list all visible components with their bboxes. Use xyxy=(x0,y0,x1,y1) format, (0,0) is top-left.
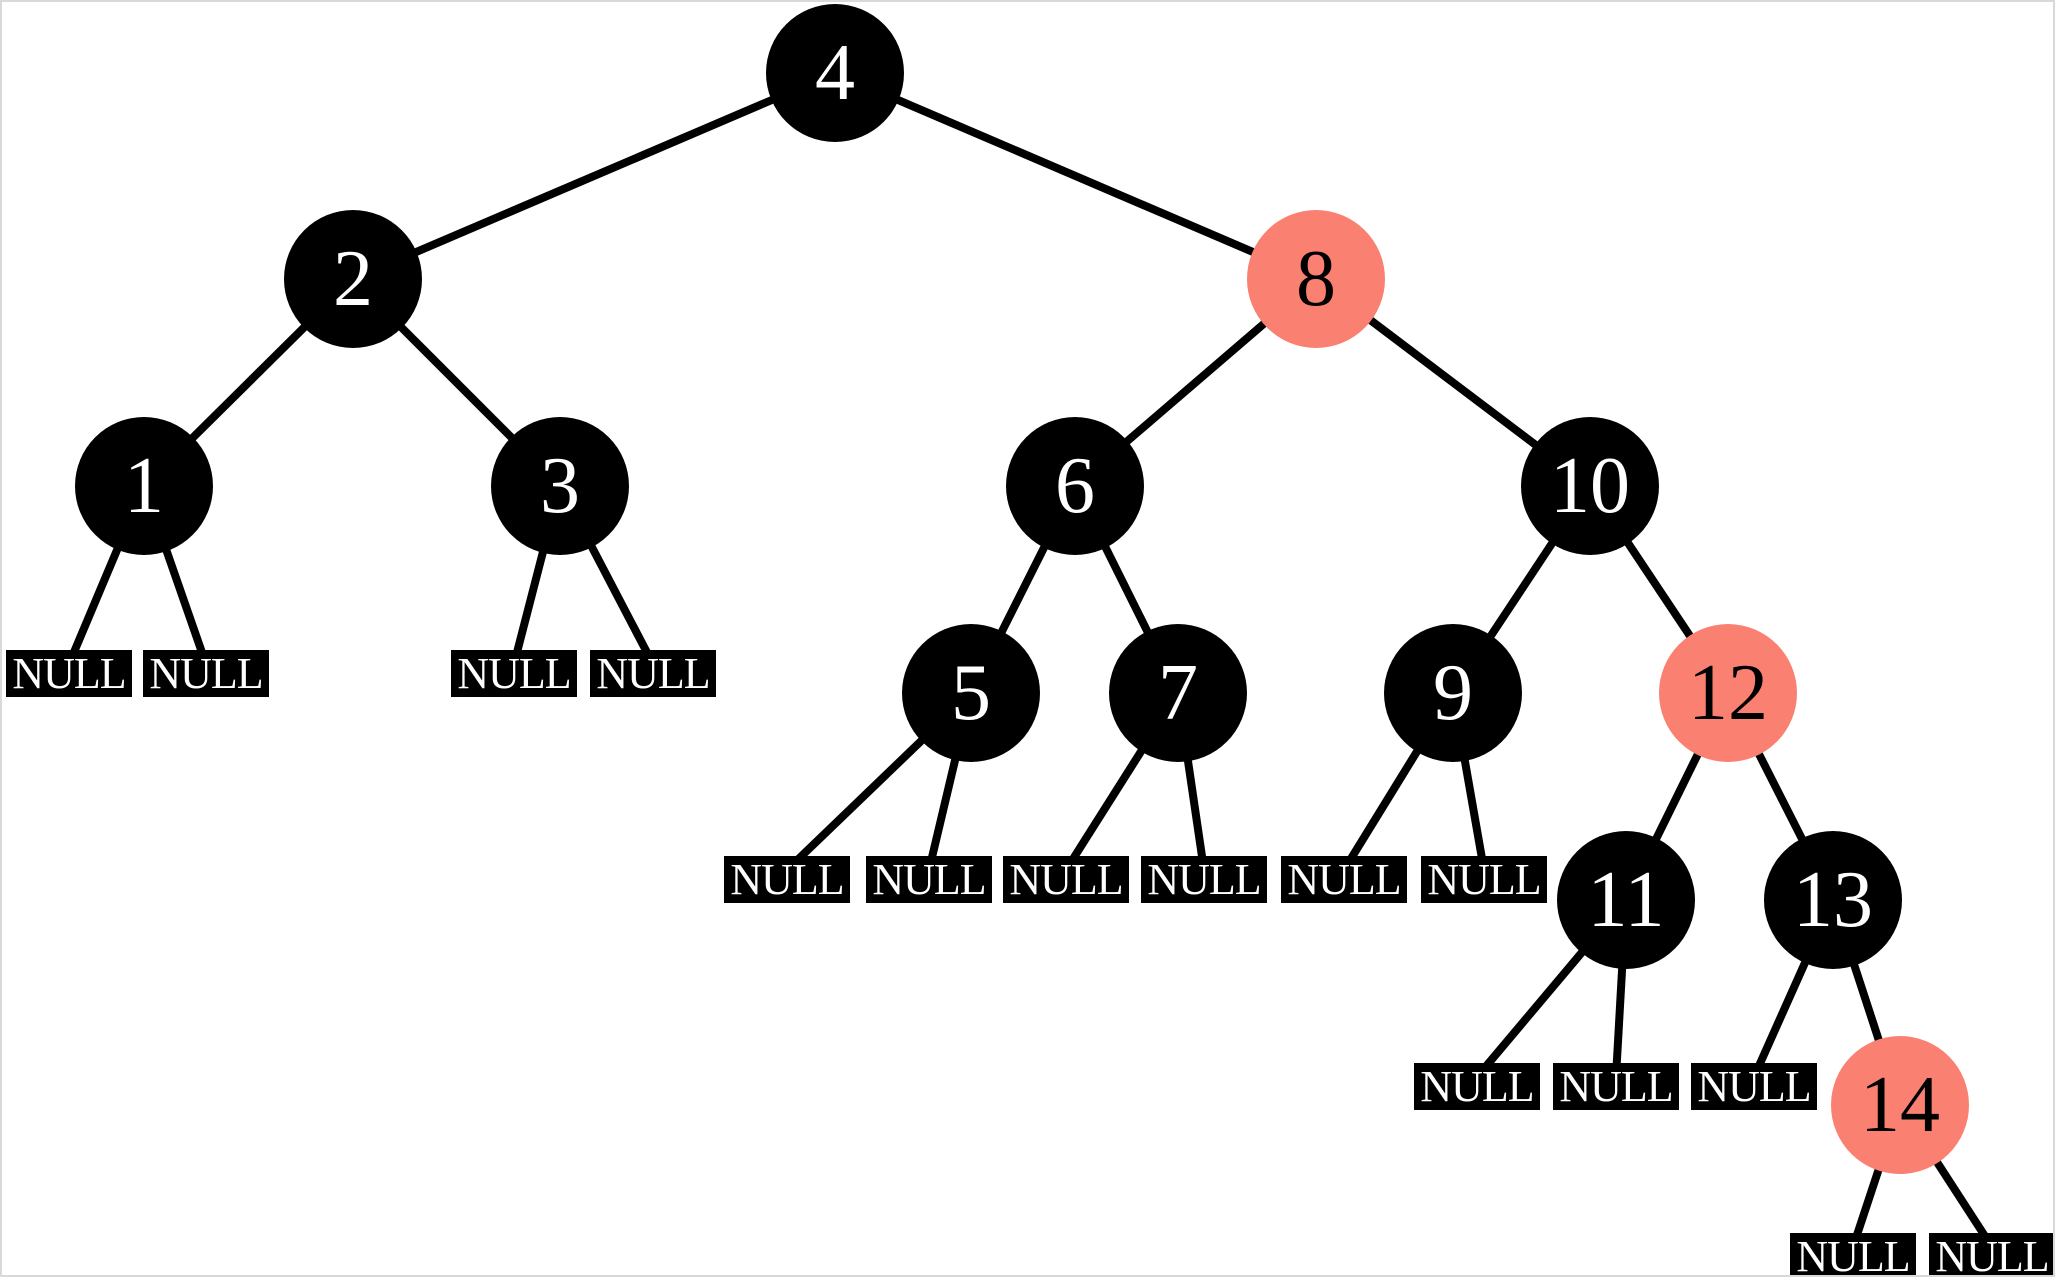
null-leaf-null-13-left: NULL xyxy=(1691,1063,1817,1110)
tree-node-7: 7 xyxy=(1109,624,1247,762)
tree-node-9: 9 xyxy=(1384,624,1522,762)
null-leaf-null-1-left: NULL xyxy=(6,650,132,697)
tree-node-5: 5 xyxy=(902,624,1040,762)
tree-node-2: 2 xyxy=(284,210,422,348)
null-leaf-null-14-right: NULL xyxy=(1929,1233,2053,1275)
tree-node-12: 12 xyxy=(1659,624,1797,762)
edge-4-8 xyxy=(833,69,1318,283)
edge-4-2 xyxy=(351,69,837,283)
tree-node-4: 4 xyxy=(766,4,904,142)
null-leaf-null-11-left: NULL xyxy=(1414,1063,1540,1110)
tree-node-13: 13 xyxy=(1764,831,1902,969)
tree-node-6: 6 xyxy=(1006,417,1144,555)
tree-node-11: 11 xyxy=(1557,831,1695,969)
tree-node-3: 3 xyxy=(491,417,629,555)
tree-node-14: 14 xyxy=(1831,1036,1969,1174)
null-leaf-null-3-left: NULL xyxy=(451,650,577,697)
null-leaf-null-14-left: NULL xyxy=(1790,1233,1916,1275)
tree-node-1: 1 xyxy=(75,417,213,555)
null-leaf-null-9-left: NULL xyxy=(1281,856,1407,903)
tree-node-8: 8 xyxy=(1247,210,1385,348)
null-leaf-null-7-left: NULL xyxy=(1003,856,1129,903)
null-leaf-null-7-right: NULL xyxy=(1141,856,1267,903)
null-leaf-null-3-right: NULL xyxy=(590,650,716,697)
null-leaf-null-5-right: NULL xyxy=(866,856,992,903)
null-leaf-null-1-right: NULL xyxy=(143,650,269,697)
tree-node-10: 10 xyxy=(1521,417,1659,555)
null-leaf-null-11-right: NULL xyxy=(1553,1063,1679,1110)
null-leaf-null-9-right: NULL xyxy=(1421,856,1547,903)
null-leaf-null-5-left: NULL xyxy=(724,856,850,903)
